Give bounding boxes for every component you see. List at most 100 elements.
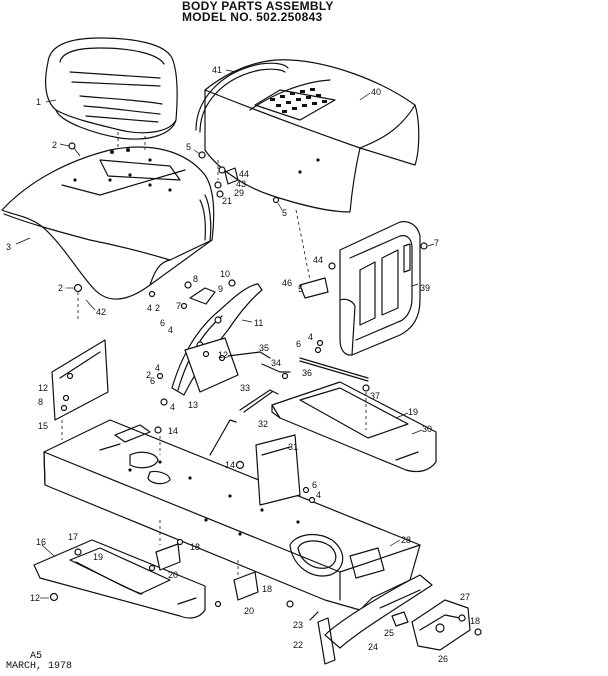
callout-20-left: 20 (168, 570, 178, 580)
washer-support (148, 290, 156, 298)
callout-4-grille: 4 (308, 332, 313, 342)
callout-25: 25 (384, 628, 394, 638)
callout-4-support: 4 (147, 303, 152, 313)
callout-46: 46 (282, 278, 292, 288)
callout-12-center: 12 (218, 350, 228, 360)
callout-13: 13 (188, 400, 198, 410)
hardware-14-lower (235, 460, 316, 504)
callout-6-grille: 6 (296, 339, 301, 349)
callout-33: 33 (240, 383, 250, 393)
callout-26: 26 (438, 654, 448, 664)
fender-pan (1, 146, 215, 300)
callout-6-mid: 6 (150, 376, 155, 386)
callout-22: 22 (293, 640, 303, 650)
callout-31: 31 (288, 442, 298, 452)
callout-16: 16 (36, 537, 46, 547)
callout-35: 35 (259, 343, 269, 353)
hood (204, 59, 420, 213)
callout-7-grille: 7 (434, 238, 439, 248)
callout-5-hood: 5 (186, 142, 191, 152)
bracket-plate (255, 434, 301, 506)
center-panel (184, 337, 239, 393)
callout-14-lower: 14 (225, 460, 235, 470)
callout-6-support: 6 (160, 318, 165, 328)
bolt-2-upper (68, 142, 81, 157)
callout-4-support-lower: 4 (168, 325, 173, 335)
seat (45, 37, 178, 140)
bolt-17 (74, 548, 82, 556)
callout-5-hood-lower: 5 (282, 208, 287, 218)
support-rod (299, 357, 370, 392)
hood-trim (195, 62, 289, 133)
front-axle (286, 574, 482, 665)
side-bracket-left (51, 339, 109, 421)
callout-34: 34 (271, 358, 281, 368)
footrest-right (271, 381, 437, 473)
callout-18-mid: 18 (262, 584, 272, 594)
callout-21: 21 (222, 196, 232, 206)
revision-date: MARCH, 1978 (6, 661, 73, 672)
bolt-2-lower (73, 283, 83, 293)
callout-3: 3 (6, 242, 11, 252)
callout-18-axle: 18 (470, 616, 480, 626)
callout-11: 11 (254, 318, 263, 328)
callout-2-support: 2 (155, 303, 160, 313)
callout-4-mid-lower: 4 (170, 402, 175, 412)
diagram-title: BODY PARTS ASSEMBLY (182, 0, 334, 13)
callout-39: 39 (420, 283, 430, 293)
callout-1: 1 (36, 97, 41, 107)
callout-8-upper: 8 (193, 274, 198, 284)
callout-4-right: 4 (316, 490, 321, 500)
callout-24: 24 (368, 642, 378, 652)
callout-36: 36 (302, 368, 312, 378)
callout-40: 40 (371, 87, 381, 97)
callout-32: 32 (258, 419, 268, 429)
callout-17: 17 (68, 532, 78, 542)
callout-18-left: 18 (190, 542, 200, 552)
callout-19-left: 19 (93, 552, 103, 562)
linkage-rods (209, 351, 291, 456)
callout-10: 10 (220, 269, 230, 279)
callout-41: 41 (212, 65, 222, 75)
callout-23: 23 (293, 620, 303, 630)
page-code: A5 (30, 651, 43, 662)
callout-12-left: 12 (38, 383, 48, 393)
callout-12-lower: 12 (30, 593, 40, 603)
callout-29: 29 (234, 188, 244, 198)
mid-hardware (154, 372, 168, 434)
callout-6-right: 6 (312, 480, 317, 490)
grille-fasteners (299, 262, 336, 354)
callout-2-upper: 2 (52, 140, 57, 150)
grille-bolt-7 (420, 242, 428, 250)
grille-panel (339, 221, 421, 356)
callout-5-grille: 5 (298, 284, 303, 294)
hood-hinge-hardware (198, 151, 280, 204)
callout-19-right: 19 (408, 407, 418, 417)
callout-30: 30 (422, 424, 432, 434)
callout-42: 42 (96, 307, 106, 317)
frame (43, 419, 421, 611)
callout-8-left: 8 (38, 397, 43, 407)
callout-9: 9 (218, 284, 223, 294)
footrest-left (33, 539, 206, 619)
callout-7-support: 7 (176, 301, 181, 311)
callout-2-lower: 2 (58, 283, 63, 293)
callout-14-upper: 14 (168, 426, 178, 436)
callout-44-hood: 44 (239, 169, 249, 179)
callout-15: 15 (38, 421, 48, 431)
callout-4-mid: 4 (155, 363, 160, 373)
callout-44-grille: 44 (313, 255, 323, 265)
bolt-12-lower (49, 592, 59, 602)
callout-2-mid: 2 (146, 370, 151, 380)
pivot-bracket-9 (180, 279, 236, 310)
callout-37: 37 (370, 391, 380, 401)
callout-27: 27 (460, 592, 470, 602)
brackets-18-20 (148, 538, 259, 608)
hood-vent-grid (270, 88, 327, 113)
callout-28: 28 (401, 535, 411, 545)
callout-20-mid: 20 (244, 606, 254, 616)
callout-43: 43 (236, 179, 246, 189)
model-number: MODEL NO. 502.250843 (182, 10, 323, 24)
